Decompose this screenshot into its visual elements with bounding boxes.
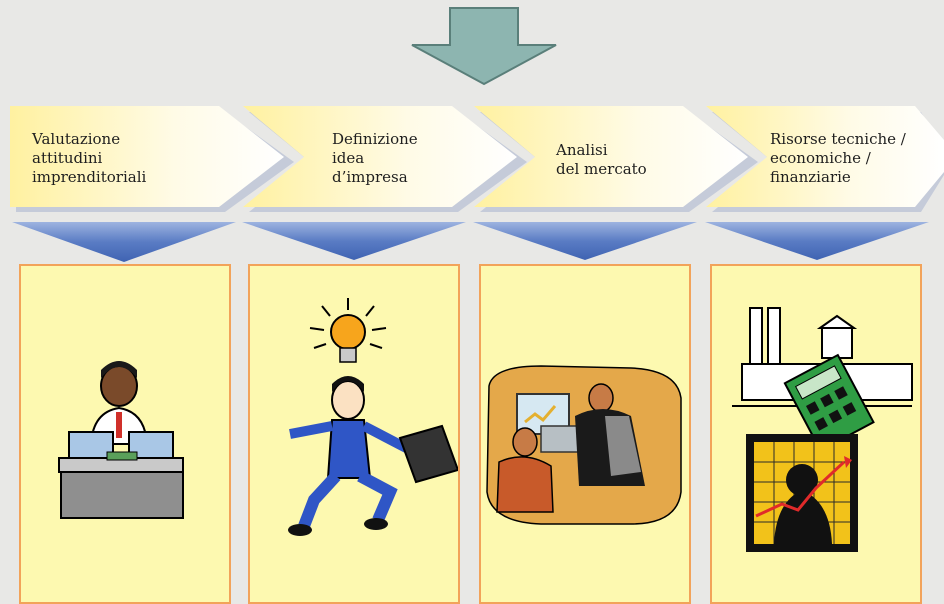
businessman-at-desk-icon	[58, 361, 184, 519]
step-3-label: Analisi del mercato	[556, 141, 647, 178]
chevron-3	[474, 106, 758, 212]
down-arrow-icon	[411, 7, 557, 86]
triangle-1	[12, 222, 236, 262]
step-1-label: Valutazione attitudini imprenditoriali	[32, 130, 147, 186]
step-2-label: Definizione idea d’impresa	[332, 130, 418, 186]
triangle-3	[473, 222, 697, 260]
step-2-box	[248, 264, 460, 604]
triangle-2	[242, 222, 466, 260]
triangle-4	[705, 222, 929, 260]
step-4-box	[710, 264, 922, 604]
people-at-computer-icon	[486, 365, 682, 525]
step-4-label: Risorse tecniche / economiche / finanzia…	[770, 130, 906, 186]
chevron-2	[243, 106, 527, 212]
running-man-lightbulb-icon	[288, 298, 458, 536]
step-1-box	[19, 264, 231, 604]
step-3-box	[479, 264, 691, 604]
chevron-1	[10, 106, 294, 212]
factory-calculator-chart-icon	[732, 307, 913, 552]
chevron-4	[706, 106, 944, 212]
